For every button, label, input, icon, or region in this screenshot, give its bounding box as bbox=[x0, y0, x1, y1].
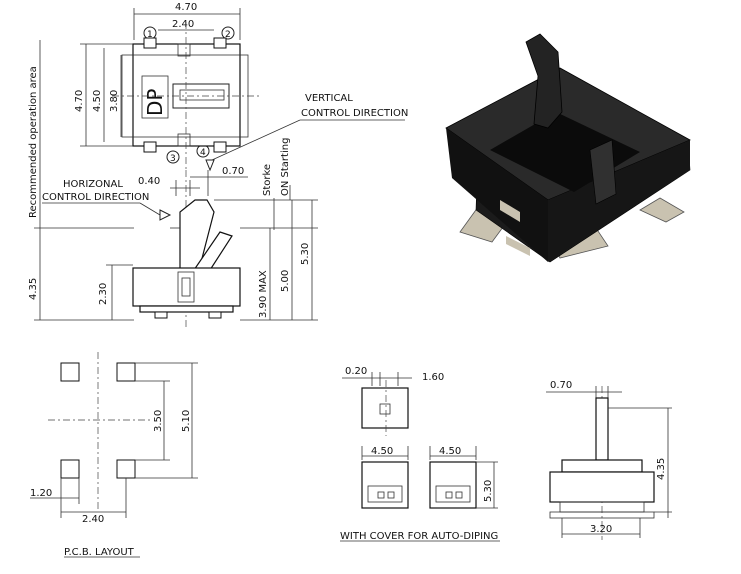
dim-435-side: 4.35 bbox=[28, 278, 39, 300]
dim-450-a: 4.50 bbox=[371, 446, 393, 457]
dim-390-max: 3.90 MAX bbox=[258, 270, 269, 318]
pcb-layout: 3.50 5.10 1.20 2.40 P.C.B. LAYOUT bbox=[30, 352, 198, 558]
dim-230: 2.30 bbox=[98, 283, 109, 305]
dim-350: 3.50 bbox=[153, 410, 164, 432]
pin-marker-3 bbox=[166, 150, 180, 164]
dim-pitch-240: 2.40 bbox=[172, 19, 194, 30]
cover-top-view bbox=[361, 387, 409, 429]
dim-435-front: 4.35 bbox=[656, 458, 667, 480]
dim-120: 1.20 bbox=[30, 488, 52, 499]
dim-070-front: 0.70 bbox=[550, 380, 572, 391]
side-view-body bbox=[132, 267, 241, 307]
on-starting-label: ON Starting bbox=[280, 138, 291, 196]
stroke-label: Storke bbox=[262, 164, 273, 196]
dim-width-470: 4.70 bbox=[175, 2, 197, 13]
pin-label-3: 3 bbox=[170, 154, 176, 164]
dim-500: 5.00 bbox=[280, 270, 291, 292]
dim-240-pcb: 2.40 bbox=[82, 514, 104, 525]
dim-height-450: 4.50 bbox=[92, 90, 103, 112]
pin-label-2: 2 bbox=[225, 30, 231, 40]
side-view: Recommended operation area 4.35 VERTICAL… bbox=[28, 40, 408, 330]
dim-040: 0.40 bbox=[138, 176, 160, 187]
terminal-right bbox=[639, 197, 685, 223]
top-view: 4.70 2.40 1 2 3 4 DP 4.70 4.50 bbox=[74, 2, 262, 172]
front-actuator bbox=[595, 397, 609, 461]
cover-side-view bbox=[429, 461, 477, 509]
dim-160: 1.60 bbox=[422, 372, 444, 383]
dim-070-side: 0.70 bbox=[222, 166, 244, 177]
horizontal-direction-line2: CONTROL DIRECTION bbox=[42, 192, 149, 203]
dim-530-side: 5.30 bbox=[300, 243, 311, 265]
pcb-pad-4 bbox=[116, 459, 136, 479]
front-body bbox=[549, 471, 655, 503]
cover-front-view bbox=[361, 461, 409, 509]
dim-height-470: 4.70 bbox=[74, 90, 85, 112]
dim-window-380: 3.80 bbox=[109, 90, 120, 112]
cover-views: 0.20 1.60 4.50 4.50 5.30 WITH COVER FOR … bbox=[340, 366, 500, 542]
product-image bbox=[445, 33, 691, 263]
operation-area-label: Recommended operation area bbox=[28, 66, 39, 218]
pin-label-4: 4 bbox=[200, 148, 206, 158]
actuator-lever bbox=[525, 33, 563, 129]
vertical-direction-line2: CONTROL DIRECTION bbox=[301, 108, 408, 119]
pcb-pad-3 bbox=[60, 459, 80, 479]
cover-title: WITH COVER FOR AUTO-DIPING bbox=[340, 531, 498, 542]
dim-510: 5.10 bbox=[181, 410, 192, 432]
pin-label-1: 1 bbox=[147, 30, 153, 40]
front-view: 0.70 4.35 3.20 bbox=[546, 380, 672, 540]
pcb-pad-1 bbox=[60, 362, 80, 382]
pcb-pad-2 bbox=[116, 362, 136, 382]
dim-530-cover: 5.30 bbox=[483, 480, 494, 502]
dim-320: 3.20 bbox=[590, 524, 612, 535]
dim-020: 0.20 bbox=[345, 366, 367, 377]
dim-450-b: 4.50 bbox=[439, 446, 461, 457]
vertical-direction-line1: VERTICAL bbox=[305, 93, 353, 104]
pin-marker-2 bbox=[221, 26, 235, 40]
pcb-layout-title: P.C.B. LAYOUT bbox=[64, 547, 135, 558]
horizontal-direction-line1: HORIZONAL bbox=[63, 179, 123, 190]
dp-marking: DP bbox=[143, 89, 167, 116]
